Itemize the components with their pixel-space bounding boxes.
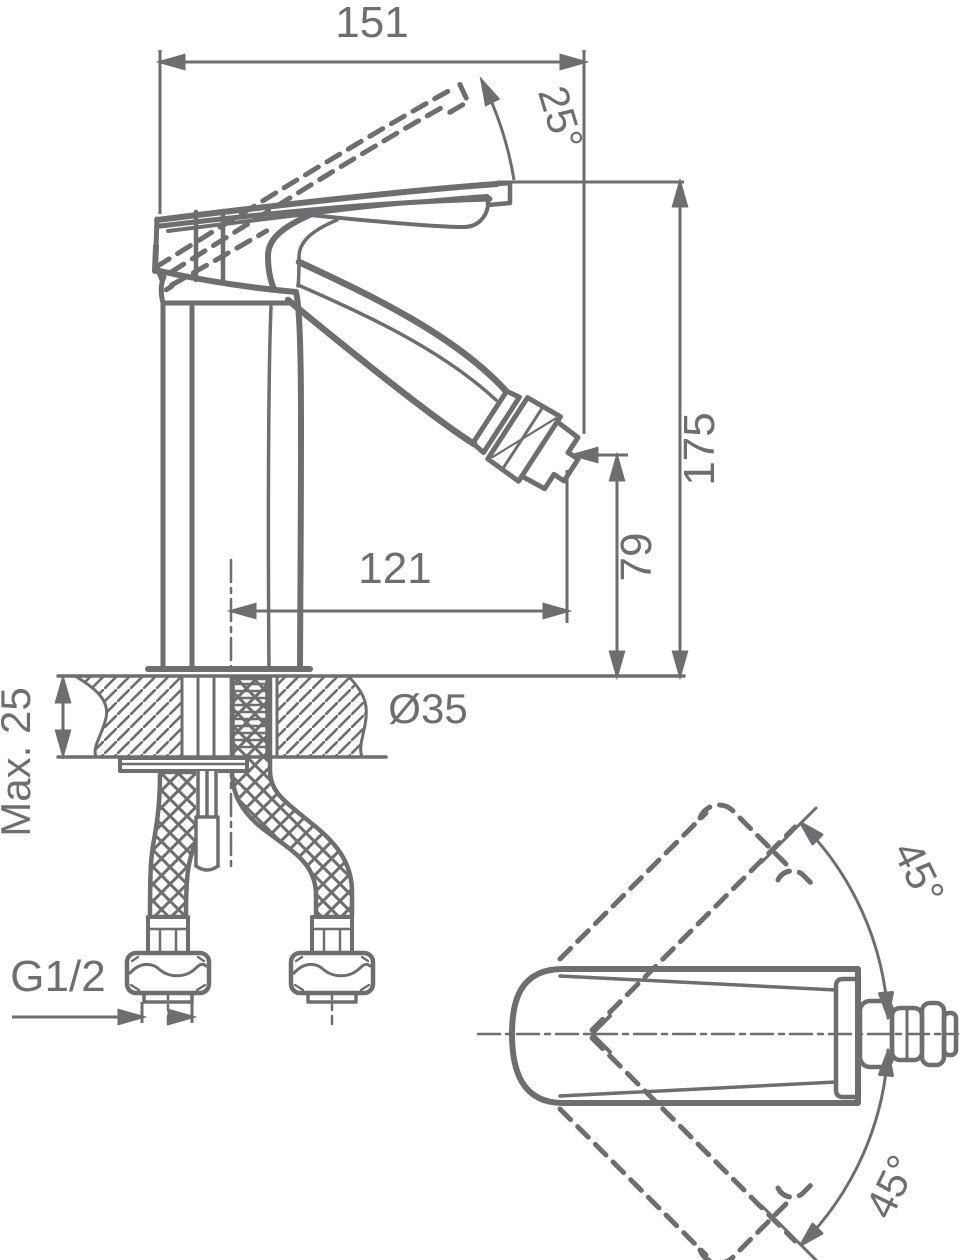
thread-leader (12, 1002, 194, 1025)
counter-section (56, 674, 686, 759)
throat-outer (265, 211, 315, 292)
mounting-stud (194, 769, 220, 872)
spout-bottom (284, 296, 478, 448)
dimension-151 (158, 50, 586, 434)
label-counter-thickness: Max. 25 (0, 687, 39, 836)
swivel-arcs (760, 806, 896, 1260)
label-outlet-height: 79 (612, 533, 661, 582)
dimension-max25 (55, 677, 71, 756)
faucet-side-view (56, 81, 686, 1026)
faucet-top-view (476, 802, 960, 1260)
column-back (160, 300, 195, 671)
faucet-body (145, 208, 510, 672)
label-swivel-lower: 45° (856, 1148, 926, 1226)
hose-fitting-left (124, 915, 212, 1004)
label-overall-height: 175 (675, 412, 724, 485)
dimension-175 (497, 180, 688, 677)
dimension-79 (572, 447, 628, 677)
mounting-washer (118, 756, 249, 773)
handle-swivel-dashed (557, 802, 819, 1260)
handle-raised-dashed (154, 81, 471, 293)
dimensions (12, 50, 688, 1025)
label-spout-reach: 121 (358, 544, 431, 593)
label-swivel-upper: 45° (884, 834, 954, 912)
spout-top (295, 258, 510, 395)
threaded-shank (231, 676, 269, 757)
label-thread-size: G1/2 (10, 952, 105, 1001)
cartridge-rings (857, 998, 959, 1070)
handle-side (153, 180, 513, 250)
dimension-121 (230, 470, 569, 623)
aerator (470, 388, 581, 492)
label-hole-diameter: Ø35 (388, 685, 467, 732)
label-overall-length: 151 (335, 0, 408, 47)
handle-open-arc (474, 76, 516, 181)
handle-top-view (509, 966, 861, 1106)
hose-fitting-right (288, 915, 376, 1004)
